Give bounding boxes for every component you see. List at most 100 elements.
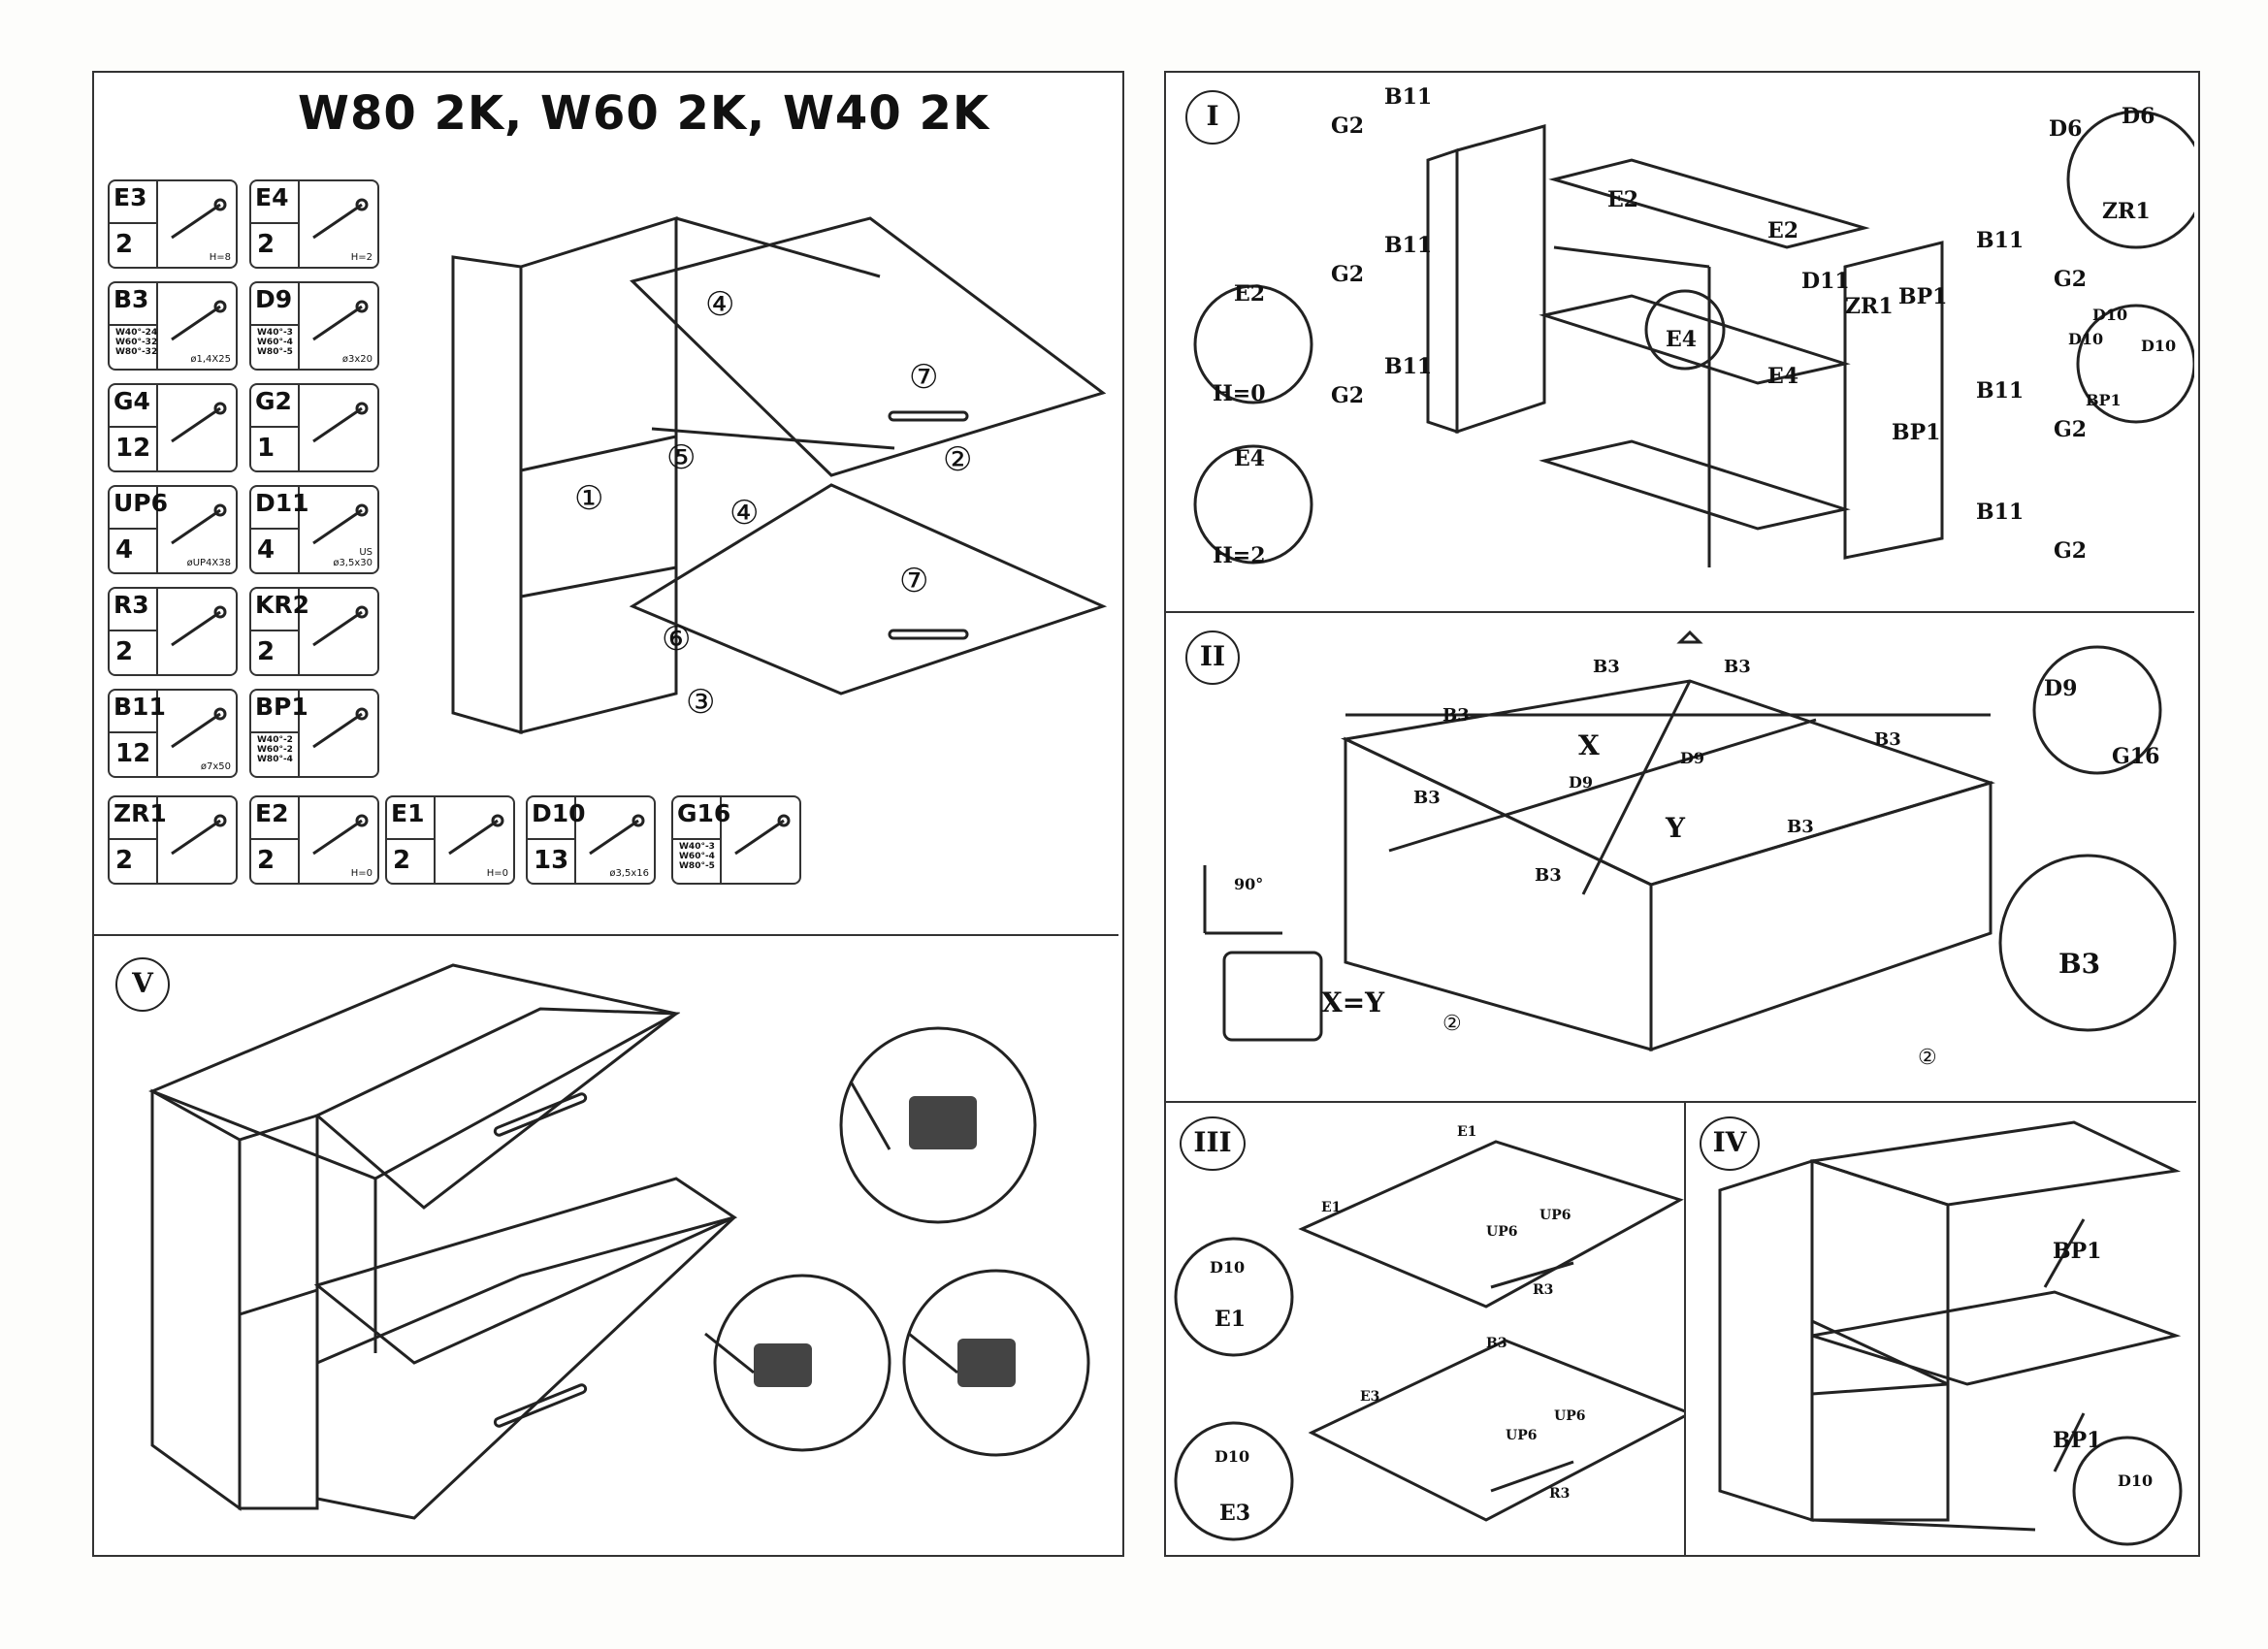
- label-zr1: ZR1: [2102, 199, 2151, 224]
- part-code: G2: [255, 387, 292, 415]
- label-e2: E2: [1234, 281, 1266, 307]
- step-i-number: I: [1185, 90, 1240, 145]
- label-d10: D10: [1210, 1258, 1246, 1277]
- part-icon: [171, 300, 227, 341]
- step-ii-drawing: ② ②: [1203, 630, 2177, 1070]
- part-code: D11: [255, 489, 309, 517]
- step-v-panel: V: [94, 934, 1118, 1555]
- label-d10: D10: [2118, 1471, 2154, 1490]
- label-e1: E1: [1321, 1200, 1342, 1215]
- label-b11: B11: [1976, 378, 2025, 404]
- label-bp1: BP1: [1898, 284, 1948, 309]
- step-i-panel: I B11 G2 B11 G2 B11 G: [1166, 73, 2194, 611]
- overview-label: ⑥: [662, 620, 691, 659]
- label-r3: R3: [1533, 1282, 1554, 1298]
- right-page: I B11 G2 B11 G2 B11 G: [1164, 71, 2200, 1557]
- label-d10: D10: [2141, 337, 2177, 355]
- part-note: H=2: [350, 252, 373, 263]
- part-note: H=0: [486, 868, 508, 879]
- part-zr1: ZR1 2: [108, 795, 238, 885]
- label-d9: D9: [2044, 676, 2078, 701]
- step-ii-panel: II ② ② X Y X: [1166, 611, 2194, 1103]
- step-ii-number: II: [1185, 630, 1240, 685]
- svg-text:②: ②: [1442, 1012, 1462, 1036]
- part-code: G4: [113, 387, 150, 415]
- overview-label: ②: [943, 440, 972, 479]
- part-note: øUP4X38: [186, 558, 231, 568]
- label-angle: 90°: [1234, 875, 1264, 893]
- label-b3: B3: [1874, 729, 1901, 750]
- part-note: ø1,4X25: [190, 354, 231, 365]
- label-g2: G2: [2054, 417, 2088, 442]
- label-b11: B11: [1384, 354, 1433, 379]
- label-h2: H=2: [1213, 543, 1266, 568]
- label-b3: B3: [1724, 657, 1751, 677]
- overview-label: ⑦: [899, 562, 928, 600]
- part-quantity: 4: [257, 535, 275, 565]
- part-code: D10: [532, 799, 586, 827]
- part-code: E3: [113, 183, 147, 211]
- part-r3: R3 2: [108, 587, 238, 676]
- part-code: ZR1: [113, 799, 167, 827]
- label-e2: E2: [1607, 187, 1639, 212]
- label-b3: B3: [1486, 1336, 1507, 1351]
- label-up6: UP6: [1486, 1224, 1518, 1240]
- label-b3: B3: [2058, 948, 2101, 980]
- part-note: ø3,5x16: [609, 868, 649, 879]
- overview-label: ④: [705, 285, 734, 324]
- part-icon: [312, 198, 369, 240]
- part-code: E2: [255, 799, 289, 827]
- part-icon: [171, 814, 227, 856]
- part-quantity: 2: [115, 230, 134, 259]
- part-quantity: 12: [115, 434, 151, 463]
- label-up6: UP6: [1554, 1408, 1586, 1424]
- part-code: UP6: [113, 489, 169, 517]
- label-g2: G2: [1331, 113, 1365, 139]
- part-code: B11: [113, 693, 166, 721]
- label-e4: E4: [1666, 327, 1698, 352]
- label-d6: D6: [2049, 116, 2083, 142]
- label-g2: G2: [2054, 267, 2088, 292]
- label-d9: D9: [1569, 773, 1594, 792]
- part-icon: [312, 503, 369, 545]
- part-code: G16: [677, 799, 731, 827]
- label-e4: E4: [1767, 364, 1799, 389]
- part-icon: [171, 402, 227, 443]
- svg-text:②: ②: [1918, 1046, 1937, 1070]
- part-code: KR2: [255, 591, 310, 619]
- part-up6: UP6 4 øUP4X38: [108, 485, 238, 574]
- label-r3: R3: [1549, 1486, 1571, 1502]
- overview-label: ③: [686, 683, 715, 722]
- part-code: R3: [113, 591, 149, 619]
- part-icon: [171, 198, 227, 240]
- part-g4: G4 12: [108, 383, 238, 472]
- label-d11: D11: [1801, 269, 1850, 294]
- overview-label: ⑦: [909, 358, 938, 397]
- label-bp1: BP1: [2086, 391, 2122, 409]
- step-iii-number: III: [1180, 1116, 1246, 1171]
- part-code: E4: [255, 183, 289, 211]
- part-quantity: 2: [115, 637, 134, 666]
- page-title: W80 2K, W60 2K, W40 2K: [298, 86, 990, 141]
- step-i-drawing: [1193, 110, 2194, 567]
- step-iv-panel: IV BP1 BP1 D10: [1684, 1101, 2196, 1555]
- part-quantity: 2: [115, 846, 134, 875]
- part-quantity: 4: [115, 535, 134, 565]
- part-quantity: W40°-24 W60°-32 W80°-32: [115, 328, 158, 357]
- part-quantity: W40°-3 W60°-4 W80°-5: [257, 328, 293, 357]
- part-code: E1: [391, 799, 425, 827]
- overview-label: ⑤: [666, 438, 696, 477]
- part-icon: [171, 605, 227, 647]
- part-icon: [312, 605, 369, 647]
- label-bp1: BP1: [2053, 1239, 2102, 1264]
- label-b11: B11: [1384, 233, 1433, 258]
- part-icon: [734, 814, 791, 856]
- label-g2: G2: [1331, 383, 1365, 408]
